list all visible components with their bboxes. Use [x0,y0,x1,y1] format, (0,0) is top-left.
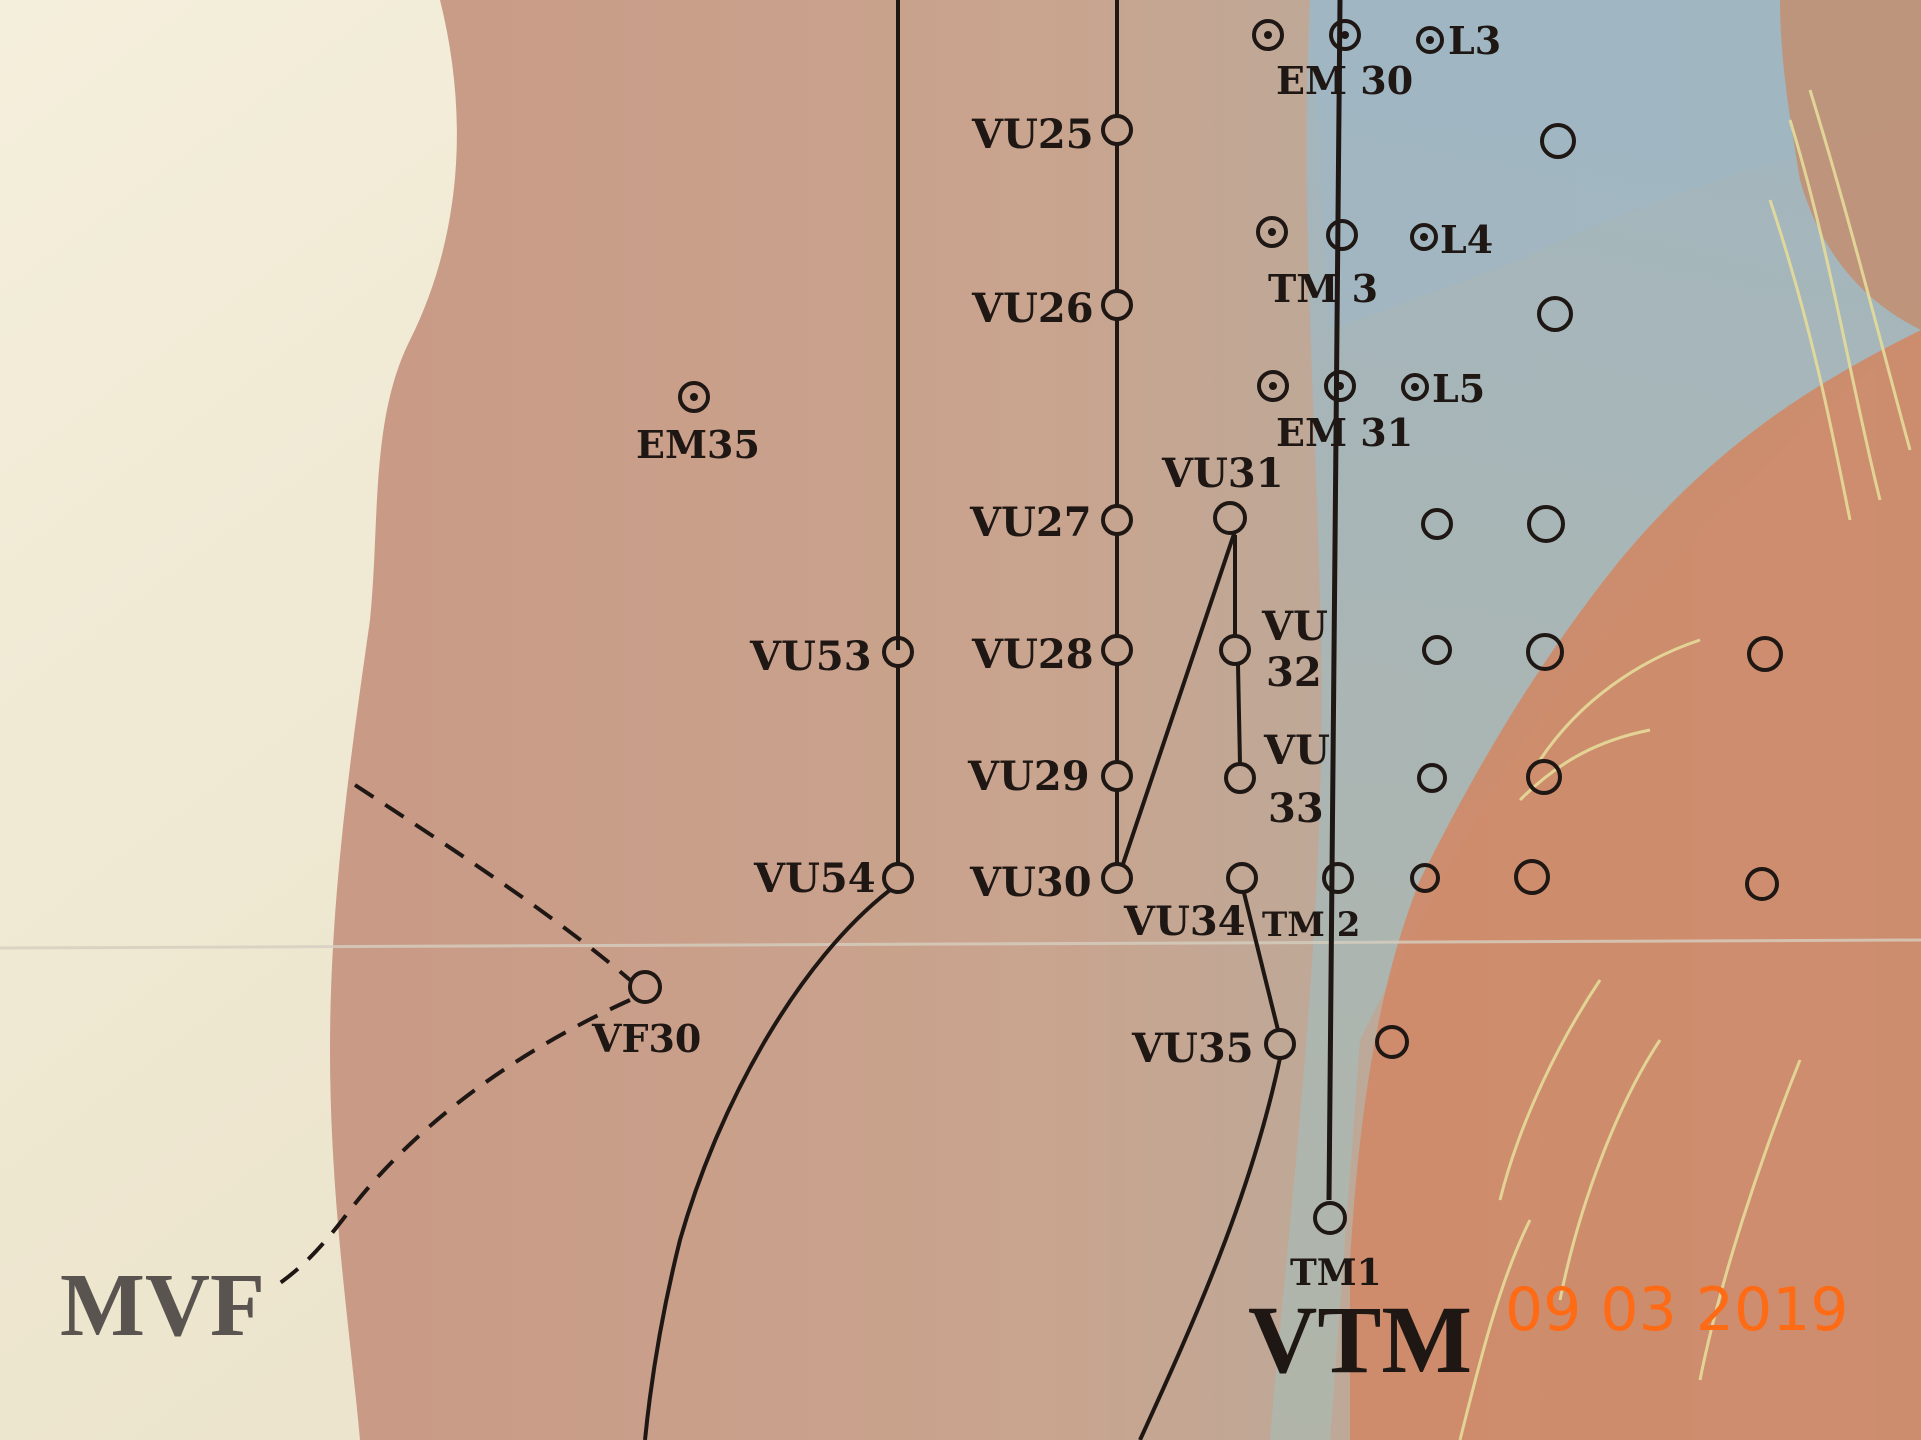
dot-l3 [1426,36,1434,44]
date-stamp: 09 03 2019 [1505,1275,1849,1345]
label-tm3: TM 3 [1268,266,1378,311]
meridian-title-mvf: MVF [60,1256,265,1355]
label-l5: L5 [1432,366,1485,411]
dot-l4-left [1268,228,1276,236]
label-vu26: VU26 [971,285,1094,332]
label-vu34: VU34 [1123,898,1246,945]
label-vu35: VU35 [1131,1025,1254,1072]
sacral-line-b [1238,665,1240,764]
dot-l4 [1420,233,1428,241]
label-em35: EM35 [636,422,760,467]
label-vu30: VU30 [969,859,1092,906]
label-vu33-bottom: 33 [1268,785,1324,832]
dot-l5 [1411,383,1419,391]
label-vu54: VU54 [753,855,876,902]
label-l4: L4 [1440,217,1493,262]
label-vu28: VU28 [971,631,1094,678]
label-vu31: VU31 [1161,450,1284,497]
label-vu29: VU29 [967,753,1090,800]
label-vu32-bottom: 32 [1266,649,1322,696]
dot-em31 [1336,382,1344,390]
label-vu53: VU53 [749,633,872,680]
label-vu32-top: VU [1261,603,1328,650]
dot-em30 [1341,31,1349,39]
dot-em35 [690,393,698,401]
dot-em30-left [1264,31,1272,39]
label-vu25: VU25 [971,111,1094,158]
label-tm2: TM 2 [1262,905,1360,945]
meridian-title-vtm: VTM [1248,1286,1472,1393]
dot-em31-left [1269,382,1277,390]
label-em31: EM 31 [1276,410,1413,455]
label-vf30: VF30 [591,1016,701,1061]
label-vu33-top: VU [1263,727,1330,774]
label-vu27: VU27 [969,499,1092,546]
label-l3: L3 [1448,18,1501,63]
label-em30: EM 30 [1276,58,1413,103]
